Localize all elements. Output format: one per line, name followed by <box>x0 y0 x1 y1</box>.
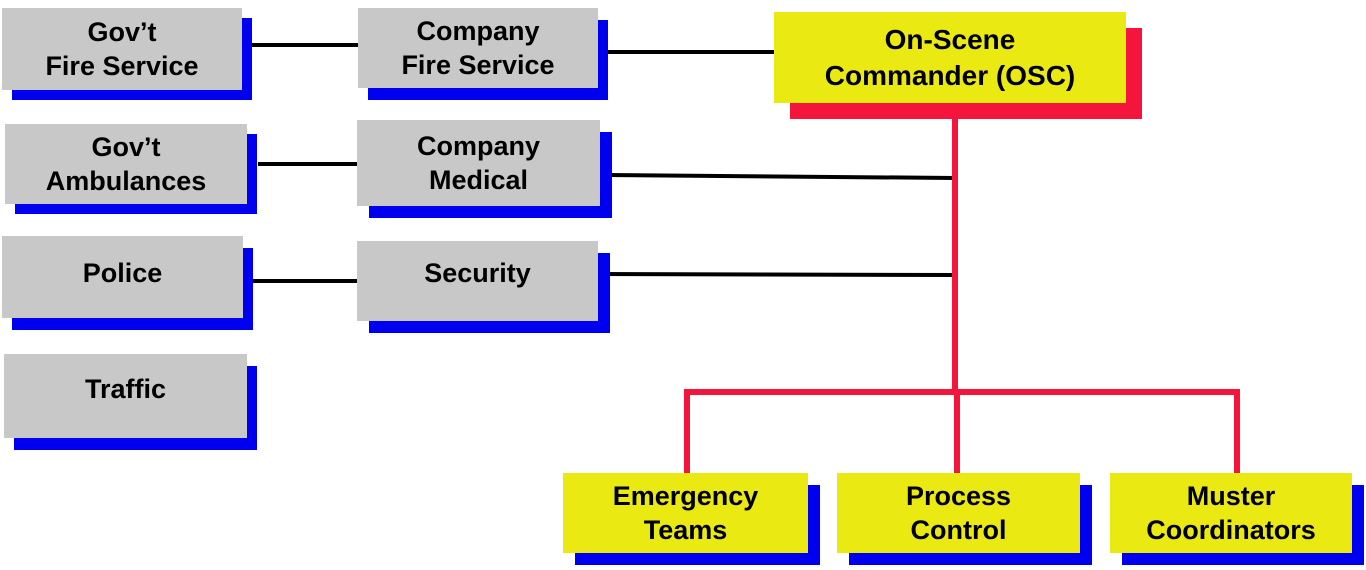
node-company-fire-service: Company Fire Service <box>358 8 608 100</box>
node-label-line2: Fire Service <box>401 50 555 80</box>
line-security-to-osc-trunk <box>597 272 956 277</box>
node-label-line1: Security <box>424 258 531 288</box>
node-label: Police <box>2 236 243 318</box>
node-label-line1: Police <box>82 258 163 288</box>
node-company-medical: Company Medical <box>357 120 612 218</box>
node-label-line1: Gov’t <box>91 132 161 162</box>
node-label: Gov’t Fire Service <box>2 8 242 90</box>
node-label-line1: Traffic <box>84 374 167 404</box>
node-label-line2: Medical <box>428 165 529 195</box>
node-label: Emergency Teams <box>563 473 808 553</box>
node-police: Police <box>2 236 253 330</box>
node-traffic: Traffic <box>4 354 257 450</box>
node-label: Traffic <box>4 354 247 438</box>
node-security: Security <box>357 241 610 333</box>
node-label: Muster Coordinators <box>1110 473 1352 553</box>
node-emergency-teams: Emergency Teams <box>563 473 820 565</box>
node-gov-fire-service: Gov’t Fire Service <box>2 8 252 100</box>
node-label: Process Control <box>837 473 1080 553</box>
node-label-line2: Commander (OSC) <box>824 59 1076 91</box>
node-label: Company Fire Service <box>358 8 598 88</box>
node-label-line1: Gov’t <box>87 17 157 47</box>
node-label-line2: Control <box>910 515 1007 545</box>
node-label-line2: Coordinators <box>1146 515 1316 545</box>
node-label-line1: Company <box>416 131 541 161</box>
node-label-line2: Teams <box>643 515 728 545</box>
node-label-line1: Company <box>416 16 540 46</box>
node-on-scene-commander: On-Scene Commander (OSC) <box>774 12 1142 119</box>
node-gov-ambulances: Gov’t Ambulances <box>5 124 257 214</box>
node-label: Company Medical <box>357 120 600 206</box>
node-label-line2: Fire Service <box>45 51 199 81</box>
line-bottom-branch <box>684 389 1240 478</box>
node-label-line1: Emergency <box>612 481 759 511</box>
node-label: Security <box>357 241 598 321</box>
node-process-control: Process Control <box>837 473 1092 565</box>
node-label-line1: On-Scene <box>884 23 1016 55</box>
node-label-line2: Ambulances <box>45 166 207 196</box>
line-company-medical-to-osc-trunk <box>604 173 956 180</box>
node-label: Gov’t Ambulances <box>5 124 247 204</box>
node-label-line1: Process <box>905 481 1012 511</box>
node-label-line1: Muster <box>1186 481 1276 511</box>
node-muster-coordinators: Muster Coordinators <box>1110 473 1364 565</box>
node-label: On-Scene Commander (OSC) <box>774 12 1126 103</box>
